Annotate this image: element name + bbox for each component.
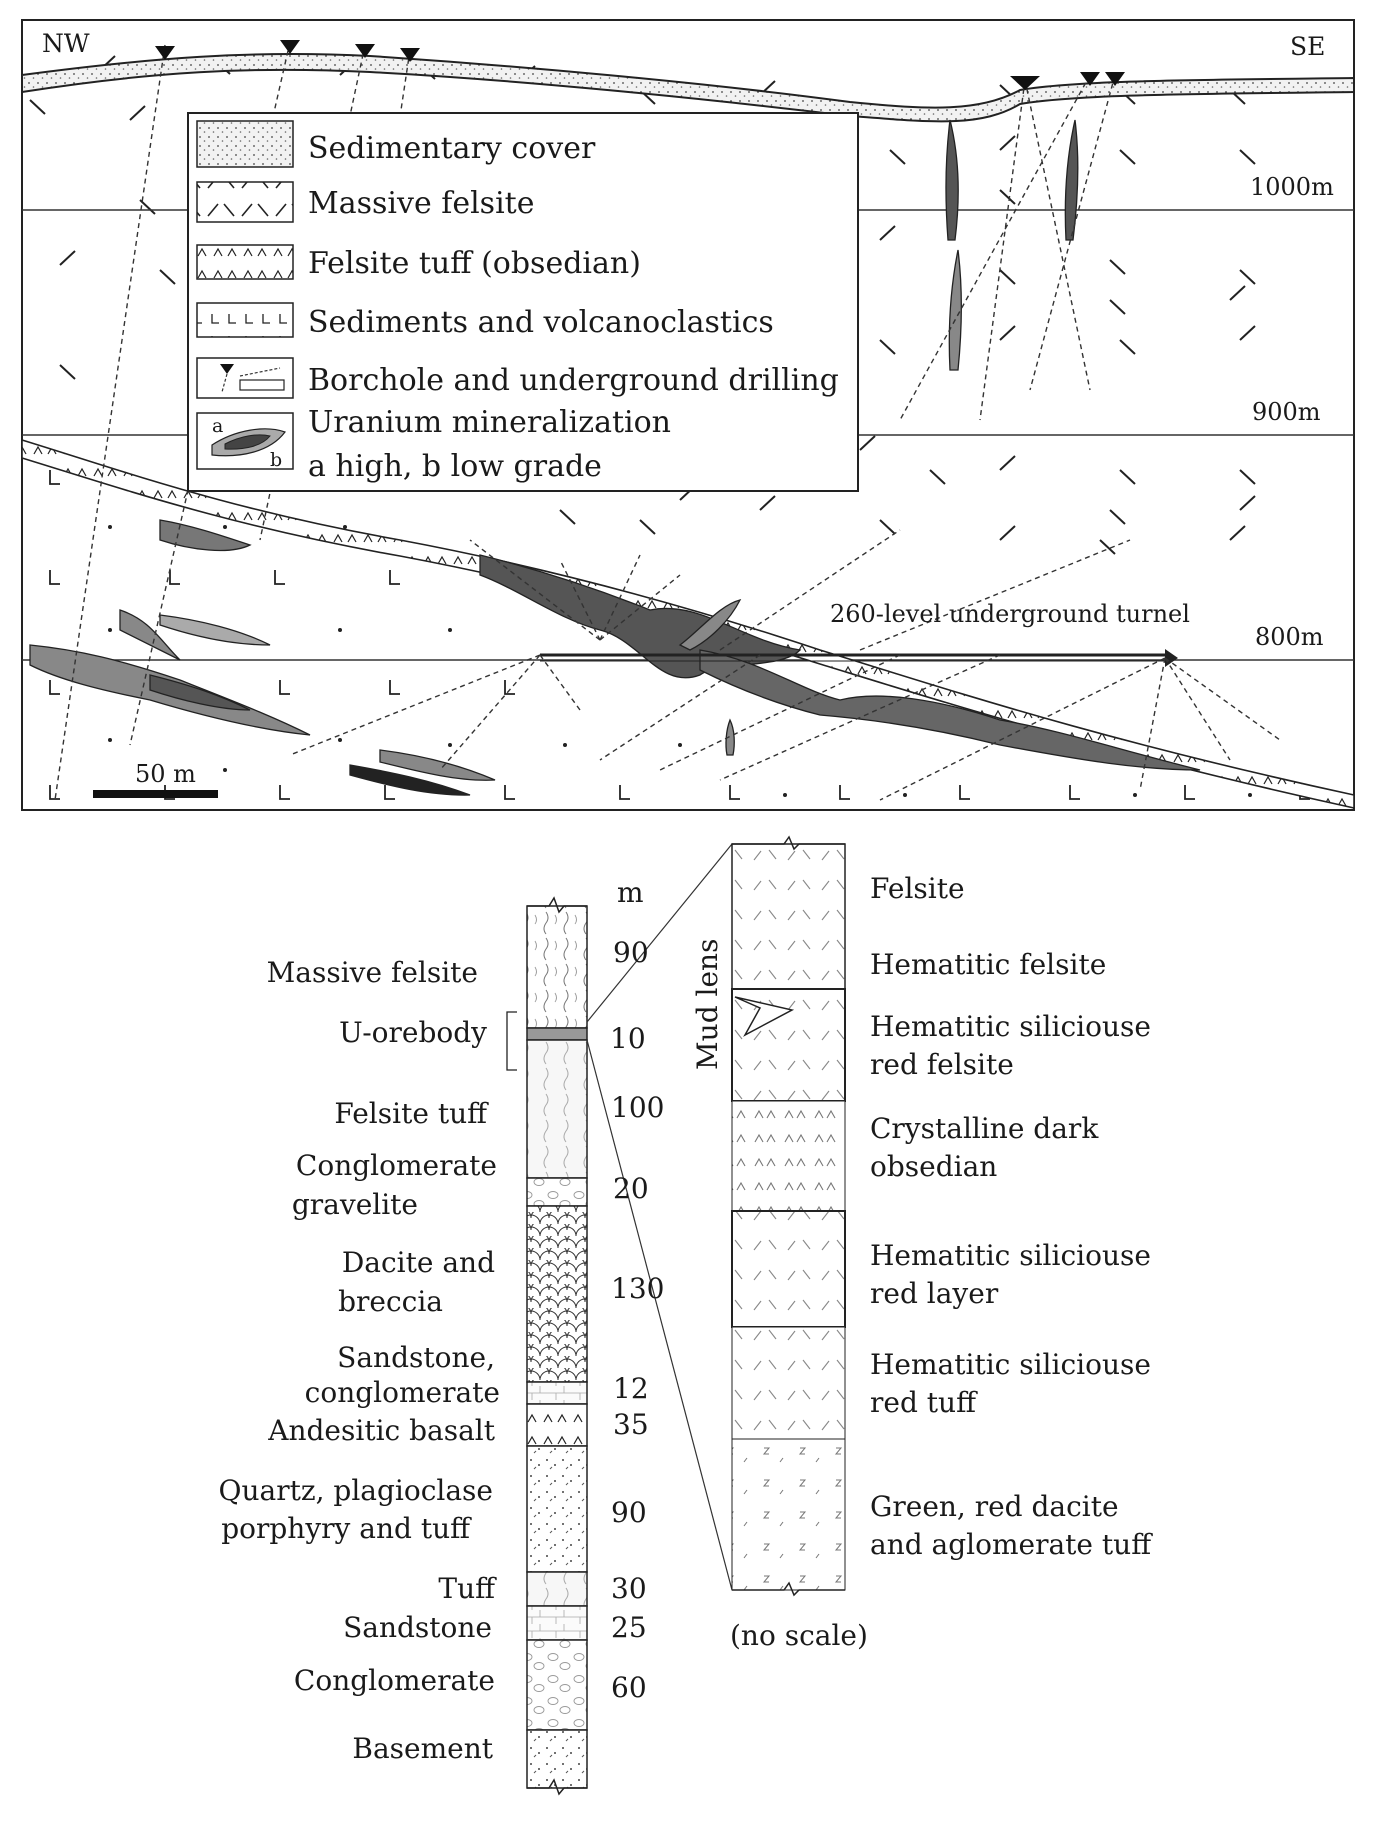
- legend-box: [187, 112, 859, 492]
- stratigraphic-column: m Massive felsite U-orebody Felsite: [219, 843, 733, 1796]
- detail-label-red-layer-line1: Hematitic siliciouse: [870, 1239, 1151, 1272]
- layer-label-quartz-line1: Quartz, plagioclase: [219, 1474, 493, 1507]
- orebody-bracket: [506, 1011, 517, 1071]
- column-break-top: [527, 896, 587, 914]
- layer-label-dacite-line2: breccia: [338, 1285, 443, 1318]
- column-unit-label: m: [617, 876, 644, 909]
- detail-label-dacite-line1: Green, red dacite: [870, 1490, 1119, 1523]
- legend-symbol-a: a: [212, 415, 223, 437]
- legend-label-uranium-grade: a high, b low grade: [308, 449, 602, 484]
- thickness-u-orebody: 10: [610, 1022, 646, 1055]
- cross-section: a b Sedimentary cover Massive felsite Fe…: [21, 19, 1355, 811]
- layer-label-felsite-tuff: Felsite tuff: [334, 1097, 489, 1130]
- elevation-900m: 900m: [1252, 398, 1321, 426]
- detail-column: Mud lens Felsite Hematitic felsite Hemat…: [691, 835, 1153, 1652]
- legend-label-sediments: Sediments and volcanoclastics: [308, 305, 774, 340]
- detail-label-red-tuff-line2: red tuff: [870, 1386, 978, 1419]
- legend-swatch-uranium: a b: [196, 412, 294, 471]
- legend-symbol-b: b: [270, 449, 282, 471]
- layer-label-sandstone-line2: conglomerate: [305, 1376, 500, 1409]
- thickness-dacite: 130: [611, 1272, 664, 1305]
- layer-label-u-orebody: U-orebody: [339, 1016, 487, 1049]
- layer-label-dacite-line1: Dacite and: [342, 1246, 495, 1279]
- thickness-sandstone: 25: [611, 1611, 647, 1644]
- layer-label-andesitic-basalt: Andesitic basalt: [267, 1414, 495, 1447]
- thickness-quartz: 90: [611, 1496, 647, 1529]
- thickness-tuff: 30: [611, 1572, 647, 1605]
- legend-swatch-massive-felsite: [196, 181, 294, 223]
- detail-label-red-felsite-line1: Hematitic siliciouse: [870, 1010, 1151, 1043]
- layer-label-massive-felsite: Massive felsite: [267, 956, 478, 989]
- detail-label-felsite: Felsite: [870, 872, 965, 905]
- legend-swatch-sedimentary-cover: [196, 120, 294, 168]
- detail-label-dacite-line2: and aglomerate tuff: [870, 1528, 1153, 1561]
- layer-label-conglomerate-line1: Conglomerate: [296, 1149, 497, 1182]
- legend: a b Sedimentary cover Massive felsite Fe…: [187, 112, 859, 492]
- thickness-sandstone-conglomerate: 12: [613, 1372, 649, 1405]
- layer-label-sandstone-line1: Sandstone,: [337, 1341, 495, 1374]
- detail-label-obsedian-line2: obsedian: [870, 1150, 997, 1183]
- legend-label-sedimentary-cover: Sedimentary cover: [308, 131, 596, 166]
- legend-label-drilling: Borchole and underground drilling: [308, 363, 839, 398]
- elevation-1000m: 1000m: [1250, 173, 1334, 201]
- detail-label-red-layer-line2: red layer: [870, 1277, 999, 1310]
- thickness-andesitic-basalt: 35: [613, 1408, 649, 1441]
- thickness-felsite-tuff: 100: [611, 1091, 664, 1124]
- detail-break-bottom: [732, 1581, 845, 1597]
- detail-label-obsedian-line1: Crystalline dark: [870, 1112, 1099, 1145]
- uranium-orebodies: [29, 119, 1201, 796]
- thickness-massive-felsite: 90: [613, 936, 649, 969]
- detail-label-red-tuff-line1: Hematitic siliciouse: [870, 1348, 1151, 1381]
- column-break-bottom: [527, 1778, 587, 1796]
- direction-nw: NW: [42, 29, 90, 58]
- layer-label-quartz-line2: porphyry and tuff: [221, 1512, 472, 1545]
- layer-label-basement: Basement: [352, 1732, 493, 1765]
- detail-body: [731, 843, 846, 1591]
- detail-note-no-scale: (no scale): [730, 1619, 868, 1652]
- sediment-texture: [49, 470, 1310, 800]
- layer-label-conglomerate-line2: gravelite: [292, 1188, 418, 1221]
- elevation-800m: 800m: [1255, 623, 1324, 651]
- borehole-markers: [155, 40, 1125, 90]
- legend-swatch-drilling: [196, 357, 294, 399]
- sedimentary-cover-band: [21, 53, 1355, 123]
- detail-label-red-felsite-line2: red felsite: [870, 1048, 1014, 1081]
- layer-label-conglomerate: Conglomerate: [294, 1664, 495, 1697]
- scale-bar: 50 m: [93, 760, 218, 798]
- mud-lens-label: Mud lens: [691, 939, 724, 1070]
- legend-label-massive-felsite: Massive felsite: [308, 186, 534, 221]
- detail-label-hematitic-felsite: Hematitic felsite: [870, 948, 1106, 981]
- scale-label: 50 m: [135, 760, 196, 788]
- thickness-conglomerate: 60: [611, 1671, 647, 1704]
- layer-label-tuff: Tuff: [438, 1572, 497, 1605]
- legend-swatch-sediments: [196, 302, 294, 338]
- sediment-dots: [108, 525, 1252, 797]
- detail-connectors: [586, 843, 733, 1591]
- detail-break-top: [732, 835, 845, 851]
- mud-lens-wedge: [734, 996, 795, 1037]
- legend-label-felsite-tuff: Felsite tuff (obsedian): [308, 246, 641, 281]
- layer-label-sandstone: Sandstone: [343, 1611, 492, 1644]
- underground-tunnel: [540, 649, 1178, 667]
- legend-label-uranium: Uranium mineralization: [308, 405, 671, 440]
- tunnel-label: 260-level underground turnel: [830, 600, 1190, 628]
- direction-se: SE: [1290, 32, 1325, 61]
- thickness-conglomerate-gravelite: 20: [613, 1172, 649, 1205]
- legend-swatch-felsite-tuff: [196, 244, 294, 280]
- column-body: [526, 905, 588, 1789]
